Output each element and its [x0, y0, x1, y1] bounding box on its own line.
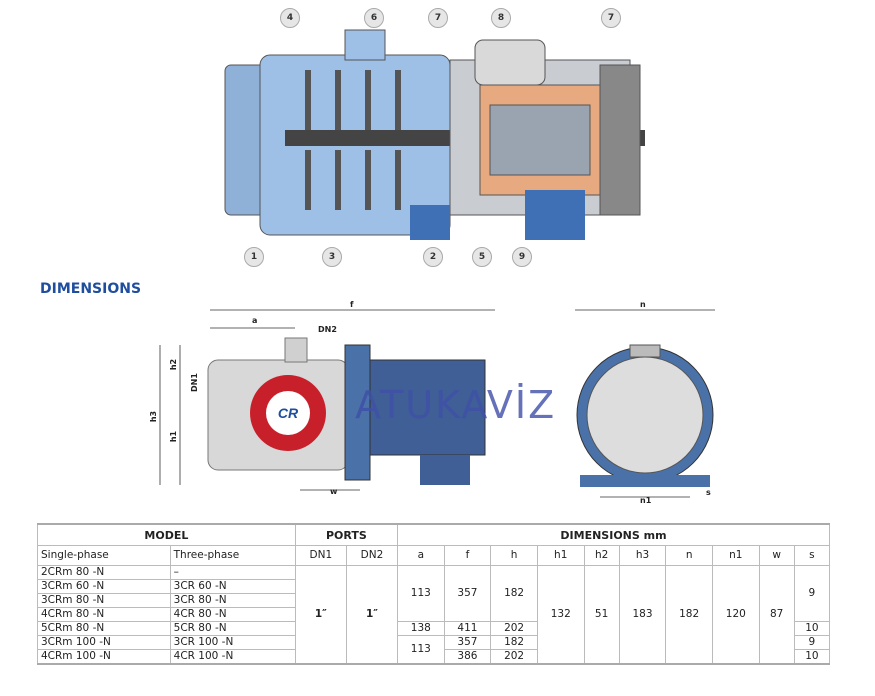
h2-value: 51 — [583, 565, 620, 665]
dn1-value: 1″ — [294, 565, 347, 665]
col-h2: h2 — [583, 545, 620, 566]
dimensions-table: MODEL PORTS DIMENSIONS mm Single-phase T… — [37, 523, 831, 665]
callout-4: 4 — [280, 8, 300, 28]
table-row: 2CRm 80 -N – 1″ 1″ 113 357 182 132 51 18… — [37, 565, 831, 665]
dim-a: a — [252, 316, 258, 325]
three-phase-model: 4CR 100 -N — [169, 649, 296, 665]
dim-dn2: DN2 — [318, 325, 337, 334]
pump-front-view-drawing — [575, 309, 715, 498]
dim-h3: h3 — [149, 410, 159, 423]
dn2-value: 1″ — [345, 565, 398, 665]
dim-n1: n1 — [640, 496, 652, 505]
dim-h2: h2 — [169, 358, 179, 371]
h1-value: 132 — [536, 565, 585, 665]
dim-s: s — [706, 488, 711, 497]
three-phase-model: 3CR 60 -N — [169, 579, 296, 594]
dim-w: w — [330, 487, 338, 496]
col-h: h — [490, 545, 538, 566]
callout-7: 7 — [428, 8, 448, 28]
col-dn1: DN1 — [294, 545, 347, 566]
col-dn2: DN2 — [345, 545, 398, 566]
col-n: n — [665, 545, 713, 566]
three-phase-model: 5CR 80 -N — [169, 621, 296, 636]
s-value: 9 — [793, 635, 831, 650]
table-row: 3CRm 100 -N 3CR 100 -N 113 357 182 9 — [37, 635, 831, 665]
callout-5: 5 — [472, 247, 492, 267]
header-ports: PORTS — [294, 523, 398, 546]
f-value: 357 — [443, 565, 492, 622]
callout-8: 8 — [491, 8, 511, 28]
col-three-phase: Three-phase — [169, 545, 296, 566]
f-value: 357 — [443, 635, 492, 650]
single-phase-model: 4CRm 100 -N — [37, 649, 171, 665]
single-phase-model: 3CRm 60 -N — [37, 579, 171, 594]
table-row: 4CRm 80 -N 4CR 80 -N — [37, 607, 830, 622]
watermark: ATUKAVİZ — [355, 383, 557, 427]
pump-cutaway-illustration — [224, 29, 645, 240]
f-value: 386 — [443, 649, 492, 665]
table-row: 3CRm 60 -N 3CR 60 -N — [37, 579, 830, 594]
a-value: 113 — [396, 635, 445, 665]
h-value: 202 — [490, 621, 538, 636]
single-phase-model: 3CRm 80 -N — [37, 593, 171, 608]
callout-3: 3 — [322, 247, 342, 267]
table-row: 5CRm 80 -N 5CR 80 -N 138 411 202 10 — [37, 621, 831, 636]
pump-side-view-drawing: CR — [159, 309, 495, 491]
a-value: 113 — [396, 565, 445, 622]
callout-1: 1 — [244, 247, 264, 267]
s-value: 9 — [793, 565, 831, 622]
h-value: 202 — [490, 649, 538, 665]
single-phase-model: 3CRm 100 -N — [37, 635, 171, 650]
callout-6: 6 — [364, 8, 384, 28]
three-phase-model: 4CR 80 -N — [169, 607, 296, 622]
col-h3: h3 — [618, 545, 667, 566]
col-single-phase: Single-phase — [37, 545, 171, 566]
col-f: f — [443, 545, 492, 566]
callout-9: 9 — [512, 247, 532, 267]
a-value: 138 — [396, 621, 445, 636]
cr-logo: CR — [278, 405, 299, 421]
h-value: 182 — [490, 635, 538, 650]
callout-2: 2 — [423, 247, 443, 267]
dim-f: f — [350, 300, 354, 309]
single-phase-model: 2CRm 80 -N — [37, 565, 171, 580]
dim-dn1: DN1 — [189, 373, 199, 392]
n1-value: 120 — [711, 565, 760, 665]
col-h1: h1 — [536, 545, 585, 566]
header-model: MODEL — [37, 523, 296, 546]
header-dimensions: DIMENSIONS mm — [396, 523, 831, 546]
col-n1: n1 — [711, 545, 760, 566]
three-phase-model: – — [169, 565, 296, 580]
s-value: 10 — [793, 649, 831, 665]
col-w: w — [758, 545, 795, 566]
single-phase-model: 5CRm 80 -N — [37, 621, 171, 636]
h-value: 182 — [490, 565, 538, 622]
three-phase-model: 3CR 100 -N — [169, 635, 296, 650]
dim-h1: h1 — [169, 430, 179, 443]
n-value: 182 — [665, 565, 713, 665]
w-value: 87 — [758, 565, 795, 665]
s-value: 10 — [793, 621, 831, 636]
table-row: 4CRm 100 -N 4CR 100 -N 386 202 10 — [37, 649, 831, 665]
h3-value: 183 — [618, 565, 667, 665]
table-row: 3CRm 80 -N 3CR 80 -N — [37, 593, 830, 608]
three-phase-model: 3CR 80 -N — [169, 593, 296, 608]
dim-n: n — [640, 300, 646, 309]
single-phase-model: 4CRm 80 -N — [37, 607, 171, 622]
callout-7b: 7 — [601, 8, 621, 28]
col-s: s — [793, 545, 831, 566]
section-title: DIMENSIONS — [40, 281, 142, 297]
f-value: 411 — [443, 621, 492, 636]
col-a: a — [396, 545, 445, 566]
